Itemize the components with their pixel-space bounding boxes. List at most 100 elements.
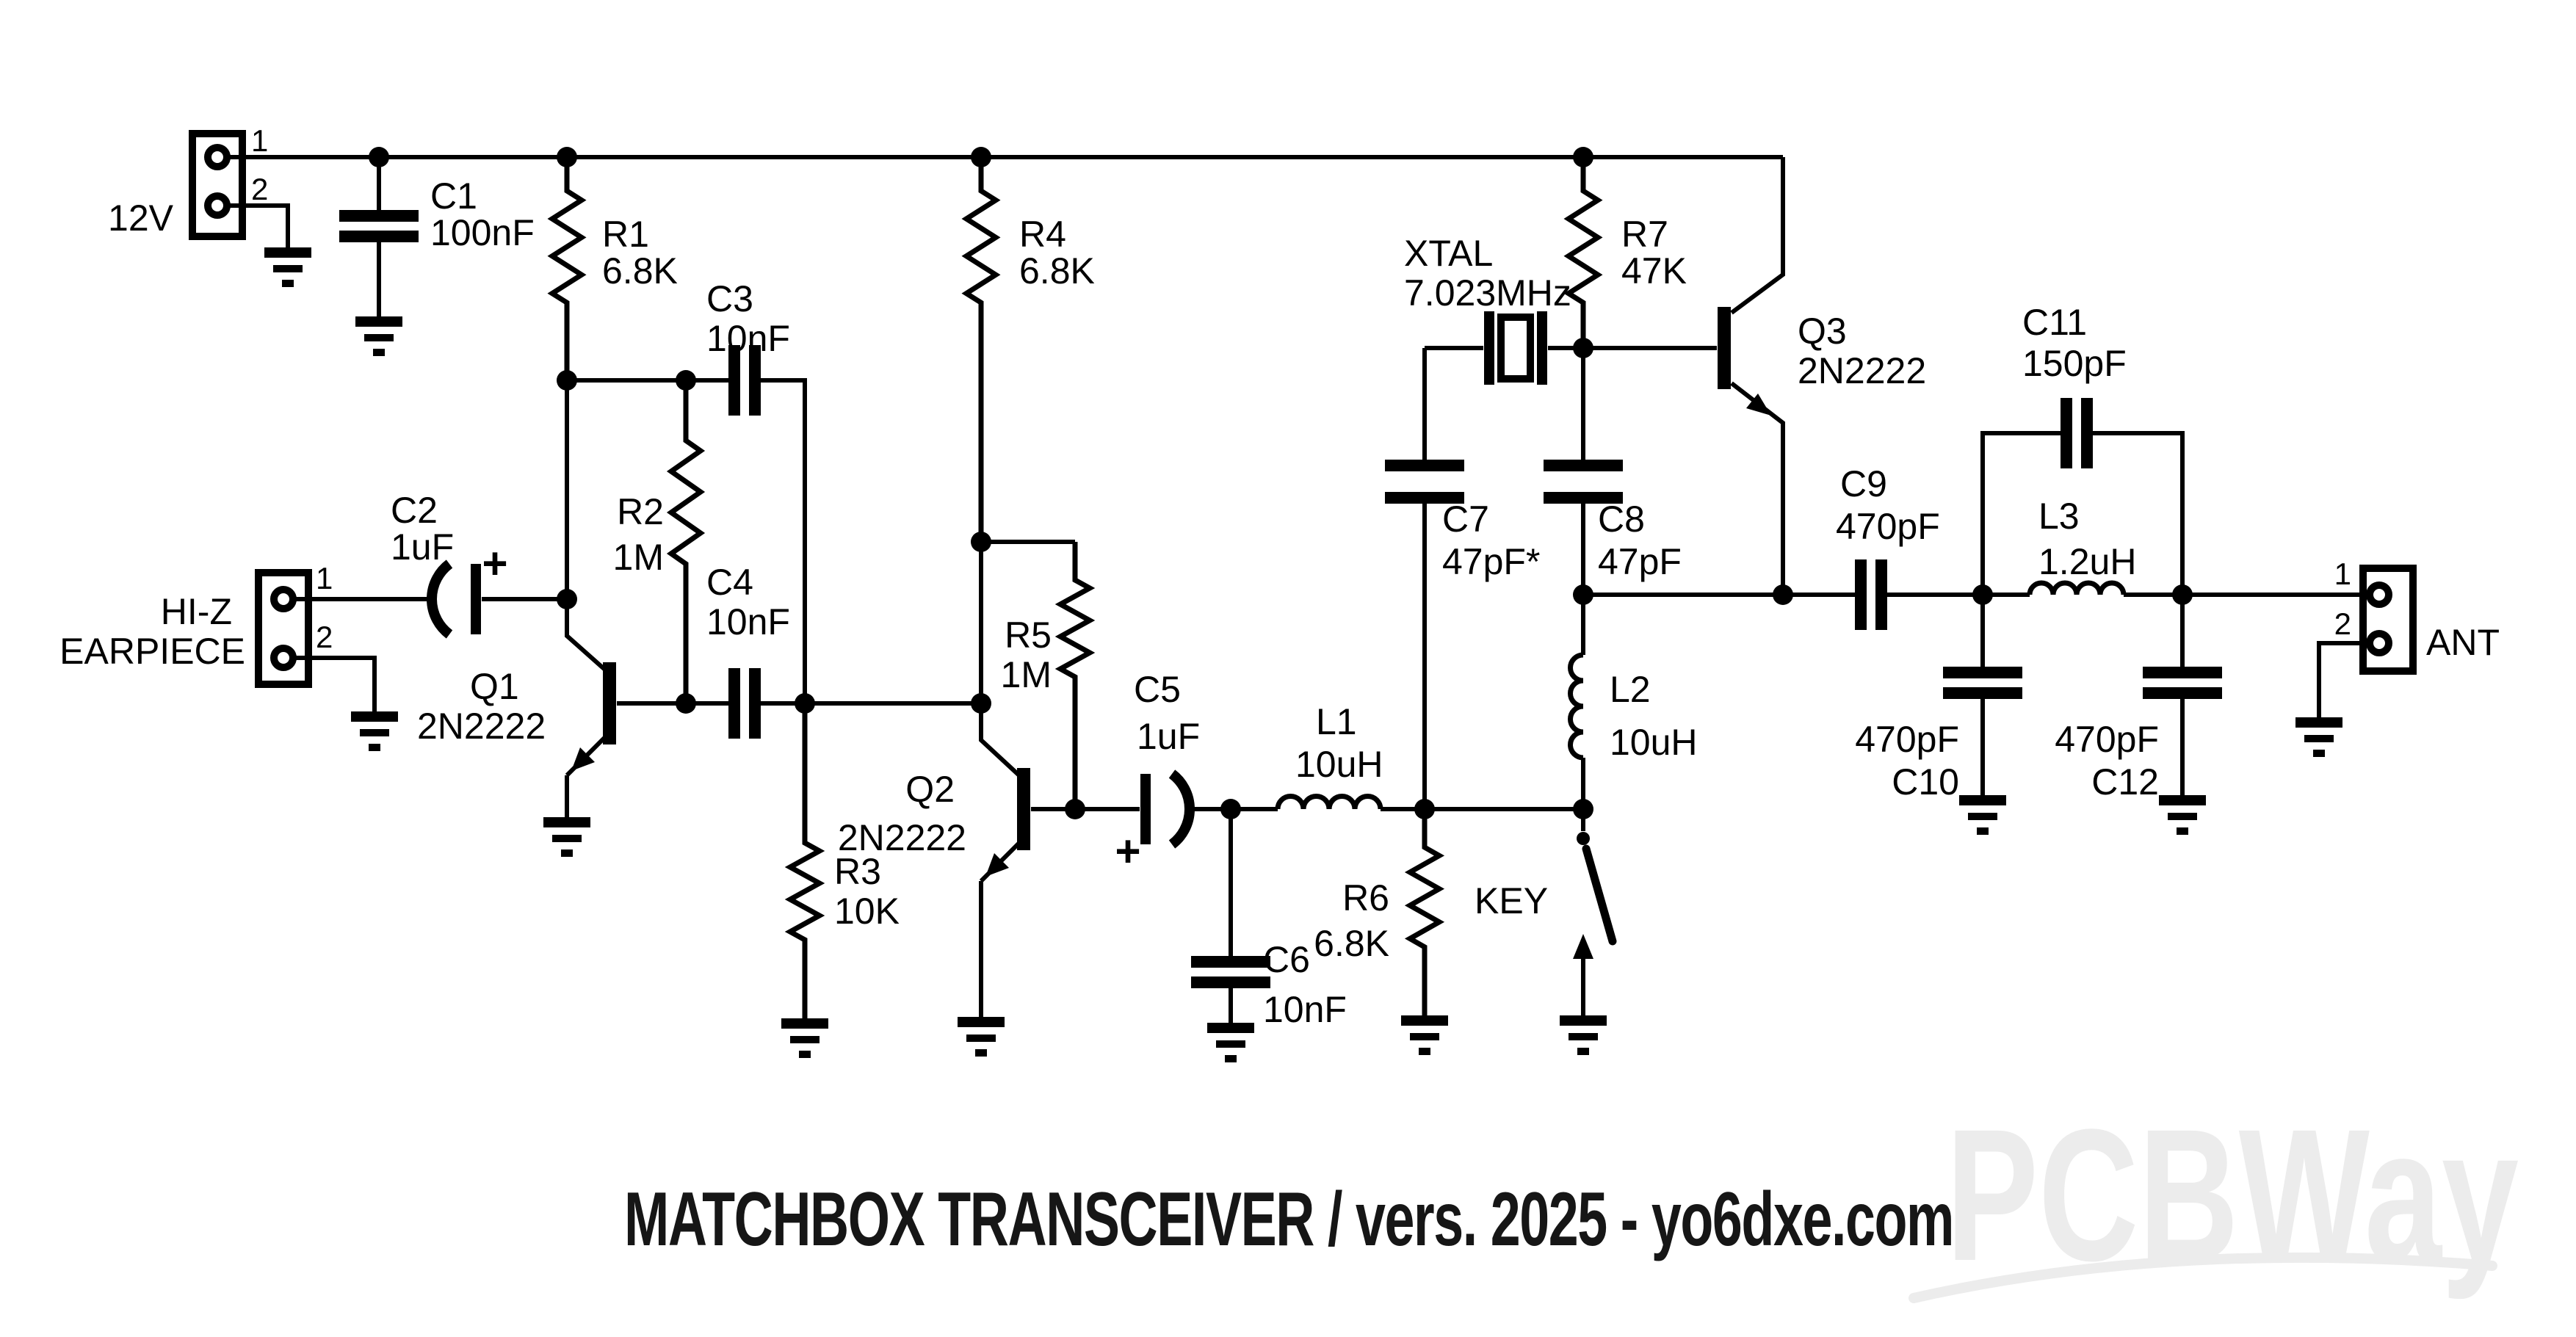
l1-ref: L1: [1316, 701, 1357, 742]
ground-symbol: [958, 1022, 1005, 1053]
capacitor-c8: C8 47pF: [1544, 348, 1682, 595]
r3-ref: R3: [834, 851, 881, 892]
junction-dot: [1414, 799, 1435, 819]
l1-coil: [1275, 794, 1383, 810]
r4-body: [961, 157, 1001, 542]
ant-pin1-number: 1: [2334, 557, 2351, 591]
connector-earpiece-body: [255, 569, 312, 688]
wire-earpiece-pin2-to-ground: [294, 656, 377, 717]
wire-12v-pin2-to-ground: [228, 203, 290, 253]
r5-ref: R5: [1005, 615, 1052, 656]
c6-ref: C6: [1263, 939, 1310, 980]
q2-emitter-arrow: [985, 853, 1009, 877]
r2-ref: R2: [617, 491, 664, 532]
ground-symbol: [1959, 800, 2006, 831]
q2-value: 2N2222: [838, 817, 966, 858]
ground-symbol: [781, 1023, 828, 1054]
c12-ref: C12: [2091, 761, 2159, 802]
inductor-l3: L3 1.2uH: [1983, 496, 2182, 597]
q3-emitter-wire: [1730, 381, 1785, 595]
c5-ref: C5: [1134, 669, 1181, 710]
junction-dot: [1573, 584, 1593, 605]
c12-value: 470pF: [2055, 719, 2159, 760]
ant-label: ANT: [2426, 622, 2500, 663]
resistor-r7: R7 47K: [1563, 157, 1687, 348]
connector-12v-pin1-pad: [204, 144, 231, 170]
c4-value: 10nF: [706, 601, 790, 642]
resistor-r5: R5 1M: [1001, 542, 1096, 809]
r1-ref: R1: [602, 214, 649, 255]
c10-value: 470pF: [1855, 719, 1959, 760]
q1-emitter-arrow: [571, 747, 595, 771]
ground-symbol: [351, 717, 398, 747]
q3-ref: Q3: [1798, 311, 1847, 352]
r7-body: [1563, 157, 1603, 348]
c12-plates: [2143, 667, 2222, 699]
junction-dot: [2172, 584, 2193, 605]
key-label: KEY: [1475, 880, 1548, 921]
xtal-ref: XTAL: [1404, 233, 1493, 274]
c3-plates: [728, 345, 761, 416]
l3-value: 1.2uH: [2038, 541, 2136, 582]
pcbway-watermark-text: PCBWay: [1946, 1090, 2519, 1300]
junction-dot: [557, 589, 577, 609]
junction-dot: [1573, 799, 1593, 819]
earpiece-label-line1: HI-Z: [161, 591, 232, 632]
c10-plates: [1943, 667, 2022, 699]
junction-dot: [557, 370, 577, 391]
ground-symbol: [355, 322, 402, 352]
r5-value: 1M: [1001, 654, 1052, 695]
key-top-contact: [1577, 832, 1590, 845]
c9-plates: [1855, 559, 1887, 630]
c4-plates: [728, 668, 761, 739]
junction-dot: [369, 147, 389, 167]
junction-dot: [795, 693, 815, 714]
capacitor-c2: + C2 1uF: [294, 490, 567, 639]
q1-collector-wire: [565, 380, 608, 673]
r7-value: 47K: [1621, 250, 1687, 291]
junction-dot: [1972, 584, 1993, 605]
earpiece-pin2-number: 2: [316, 620, 333, 654]
pcbway-watermark: PCBWay: [1909, 1090, 2519, 1303]
key-lever: [1582, 844, 1617, 946]
junction-dot: [1065, 799, 1085, 819]
l2-value: 10uH: [1610, 722, 1698, 763]
junction-dot: [971, 693, 991, 714]
key-bottom-contact-arrow: [1573, 934, 1593, 959]
l2-coil: [1568, 652, 1584, 761]
junction-dot: [676, 693, 696, 714]
capacitor-c6: C6 10nF: [1191, 809, 1347, 1059]
c5-polarity-mark: +: [1115, 827, 1140, 876]
c11-leads: [1980, 431, 2185, 595]
q2-collector-wire: [979, 542, 1023, 779]
q3-value: 2N2222: [1798, 350, 1926, 391]
c6-value: 10nF: [1263, 989, 1347, 1030]
q1-ref: Q1: [470, 666, 519, 707]
l3-ref: L3: [2038, 496, 2080, 537]
c5-curved-plate: [1168, 769, 1195, 849]
r5-body: [1054, 542, 1096, 809]
inductor-l1: L1 10uH: [1275, 701, 1383, 810]
connector-12v-pin2-pad: [204, 192, 231, 219]
resistor-r3: R3 10K: [781, 703, 900, 1054]
r6-value: 6.8K: [1314, 923, 1389, 964]
junction-dot: [1220, 799, 1241, 819]
q1-value: 2N2222: [417, 706, 546, 747]
junction-dot: [676, 370, 696, 391]
wire-ant-pin2-to-ground: [2317, 641, 2369, 722]
junction-dot: [557, 147, 577, 167]
inductor-l2: L2 10uH: [1568, 595, 1698, 809]
transistor-q3: Q3 2N2222: [1583, 157, 1926, 595]
earpiece-label-line2: EARPIECE: [59, 631, 245, 672]
capacitor-c10: 470pF C10: [1855, 595, 2022, 831]
ground-symbol: [2159, 800, 2206, 831]
connector-12v-body: [189, 130, 246, 240]
resistor-r2: R2 1M: [613, 380, 706, 703]
xtal-plates: [1484, 311, 1547, 385]
c11-plates: [2061, 398, 2093, 468]
capacitor-c3: C3 10nF: [706, 278, 790, 416]
c7-value: 47pF*: [1442, 541, 1540, 582]
c8-plates: [1544, 460, 1623, 504]
wire-q1-collector-node: [567, 378, 807, 703]
